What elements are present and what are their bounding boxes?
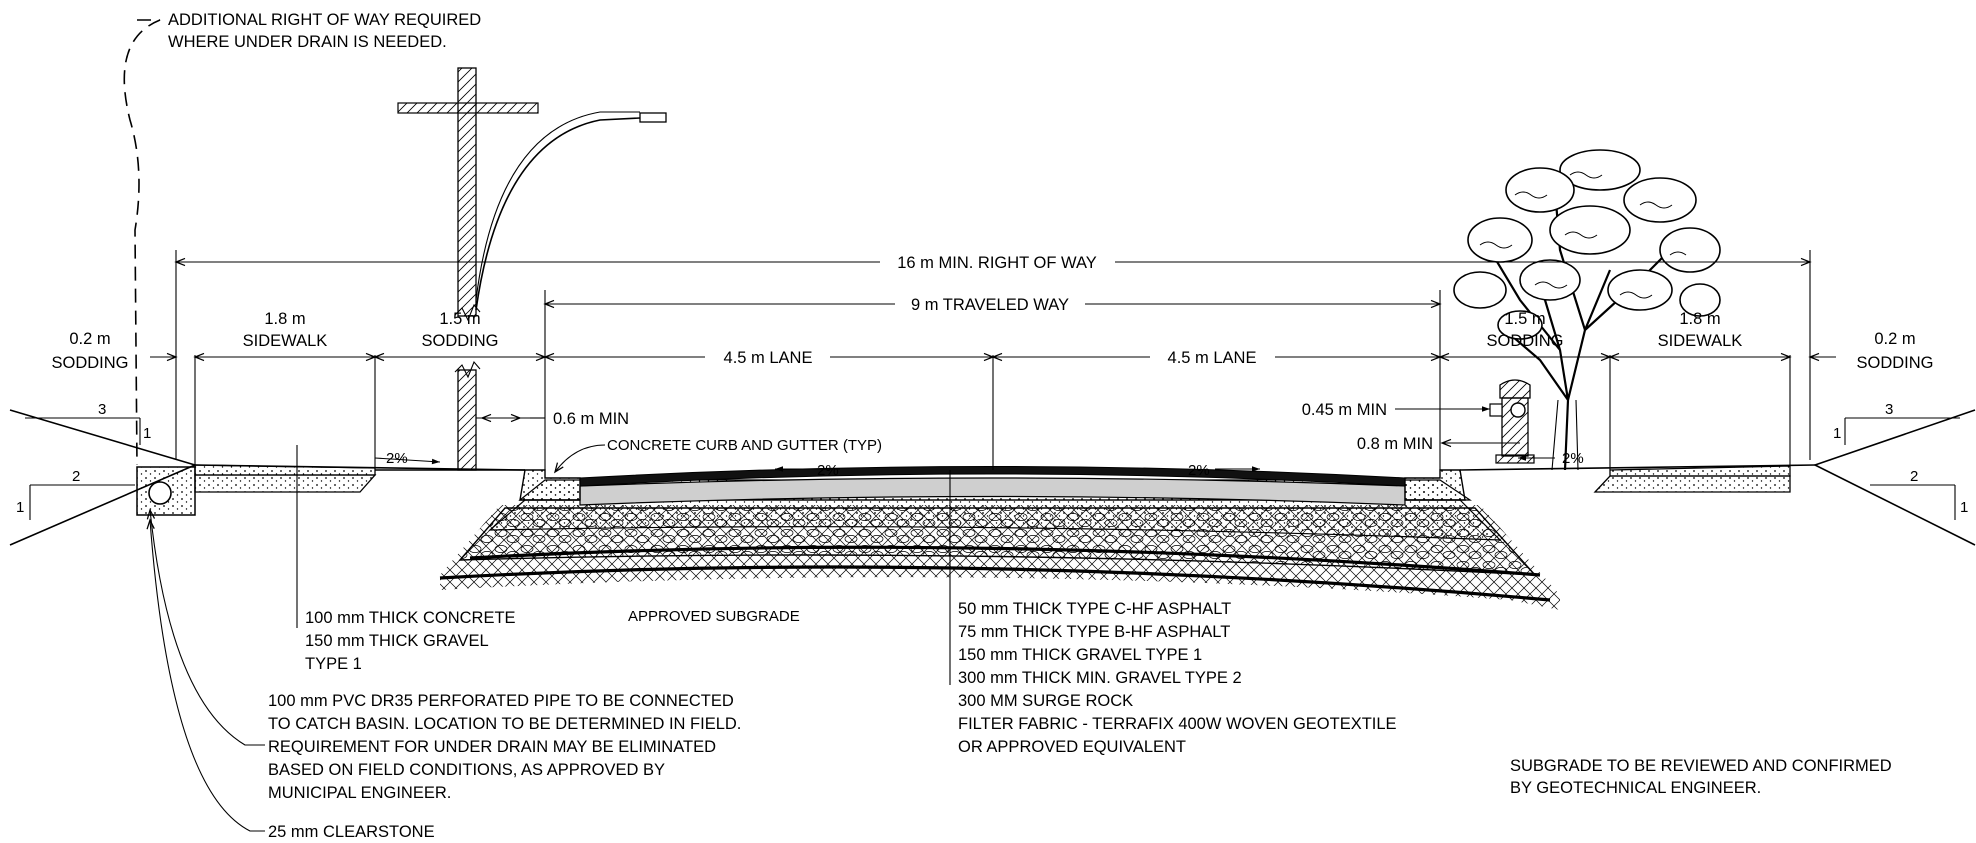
pavement-layer-3: 150 mm THICK GRAVEL TYPE 1 — [958, 646, 1202, 664]
left-sidewalk-gravel — [194, 474, 377, 493]
sidewalk-layer-2: 150 mm THICK GRAVEL — [305, 632, 489, 650]
right-ground-surface — [1459, 464, 1816, 471]
left-sodding-label: SODDING — [51, 354, 128, 372]
curb-leader — [553, 444, 606, 474]
fire-hydrant — [1489, 379, 1535, 464]
pavement-layer-1: 50 mm THICK TYPE C-HF ASPHALT — [958, 600, 1231, 618]
perforated-pipe — [148, 481, 172, 505]
pavement-structure — [439, 466, 1560, 610]
tree-offset-label: 0.8 m MIN — [1357, 435, 1433, 453]
curb-label: CONCRETE CURB AND GUTTER (TYP) — [607, 437, 882, 454]
pipe-note-4: BASED ON FIELD CONDITIONS, AS APPROVED B… — [268, 761, 665, 779]
slope-right-lane: 2% — [1188, 462, 1210, 479]
pavement-layer-6: FILTER FABRIC - TERRAFIX 400W WOVEN GEOT… — [958, 715, 1397, 733]
sidewalk-layer-3: TYPE 1 — [305, 655, 362, 673]
right-lower-run: 2 — [1910, 468, 1918, 485]
right-blvd-width: 1.5 m — [1504, 310, 1545, 328]
additional-row-line — [123, 19, 161, 466]
pipe-note-leader — [146, 508, 265, 746]
left-lower-rise: 1 — [16, 499, 24, 516]
clearstone-label: 25 mm CLEARSTONE — [268, 823, 435, 841]
pipe-note-5: MUNICIPAL ENGINEER. — [268, 784, 451, 802]
left-blvd-label: SODDING — [421, 332, 498, 350]
gravel-type-2-layer — [488, 499, 1502, 541]
curb-and-gutter-left — [519, 469, 581, 501]
left-upper-rise: 1 — [143, 425, 151, 442]
row-note-line2: WHERE UNDER DRAIN IS NEEDED. — [168, 33, 447, 51]
slope-right-boulevard: 2% — [1562, 450, 1584, 467]
left-sidewalk-width: 1.8 m — [264, 310, 305, 328]
curb-and-gutter-right — [1404, 469, 1466, 501]
left-sodding-width: 0.2 m — [69, 330, 110, 348]
right-upper-rise: 1 — [1833, 425, 1841, 442]
slope-markers — [374, 455, 1555, 472]
row-note-line1: ADDITIONAL RIGHT OF WAY REQUIRED — [168, 11, 481, 29]
traveled-way-label: 9 m TRAVELED WAY — [911, 296, 1069, 314]
approved-subgrade-label: APPROVED SUBGRADE — [628, 608, 800, 625]
hydrant-offset-label: 0.45 m MIN — [1302, 401, 1387, 419]
geotech-note-1: SUBGRADE TO BE REVIEWED AND CONFIRMED — [1510, 757, 1892, 775]
right-upper-run: 3 — [1885, 401, 1893, 418]
geotech-note-2: BY GEOTECHNICAL ENGINEER. — [1510, 779, 1761, 797]
lane-right-label: 4.5 m LANE — [1168, 349, 1257, 367]
street-light-pole — [397, 67, 667, 471]
pipe-note-2: TO CATCH BASIN. LOCATION TO BE DETERMINE… — [268, 715, 741, 733]
tree — [1453, 149, 1721, 471]
right-sidewalk-width: 1.8 m — [1679, 310, 1720, 328]
slope-left-lane: 2% — [817, 462, 839, 479]
left-sidewalk-label: SIDEWALK — [243, 332, 328, 350]
right-of-way-label: 16 m MIN. RIGHT OF WAY — [897, 254, 1097, 272]
sidewalk-layer-1: 100 mm THICK CONCRETE — [305, 609, 516, 627]
extension-lines — [175, 250, 1811, 685]
right-blvd-label: SODDING — [1486, 332, 1563, 350]
left-sidewalk-slab — [194, 464, 376, 476]
subgrade-outline — [439, 565, 1551, 602]
right-side-slope — [1812, 409, 1976, 546]
lane-left-label: 4.5 m LANE — [724, 349, 813, 367]
right-sidewalk-gravel — [1593, 475, 1791, 493]
pavement-layer-7: OR APPROVED EQUIVALENT — [958, 738, 1186, 756]
pipe-note-1: 100 mm PVC DR35 PERFORATED PIPE TO BE CO… — [268, 692, 734, 710]
right-sidewalk-label: SIDEWALK — [1658, 332, 1743, 350]
pavement-layer-5: 300 MM SURGE ROCK — [958, 692, 1133, 710]
right-lower-rise: 1 — [1960, 499, 1968, 516]
right-sodding-width: 0.2 m — [1874, 330, 1915, 348]
left-lower-run: 2 — [72, 468, 80, 485]
pavement-layer-4: 300 mm THICK MIN. GRAVEL TYPE 2 — [958, 669, 1242, 687]
pipe-note-3: REQUIREMENT FOR UNDER DRAIN MAY BE ELIMI… — [268, 738, 716, 756]
pole-offset-label: 0.6 m MIN — [553, 410, 629, 428]
clearstone-leader — [146, 518, 265, 832]
right-sodding-label: SODDING — [1856, 354, 1933, 372]
left-blvd-width: 1.5 m — [439, 310, 480, 328]
left-upper-run: 3 — [98, 401, 106, 418]
slope-left-boulevard: 2% — [386, 450, 408, 467]
pavement-layer-2: 75 mm THICK TYPE B-HF ASPHALT — [958, 623, 1230, 641]
